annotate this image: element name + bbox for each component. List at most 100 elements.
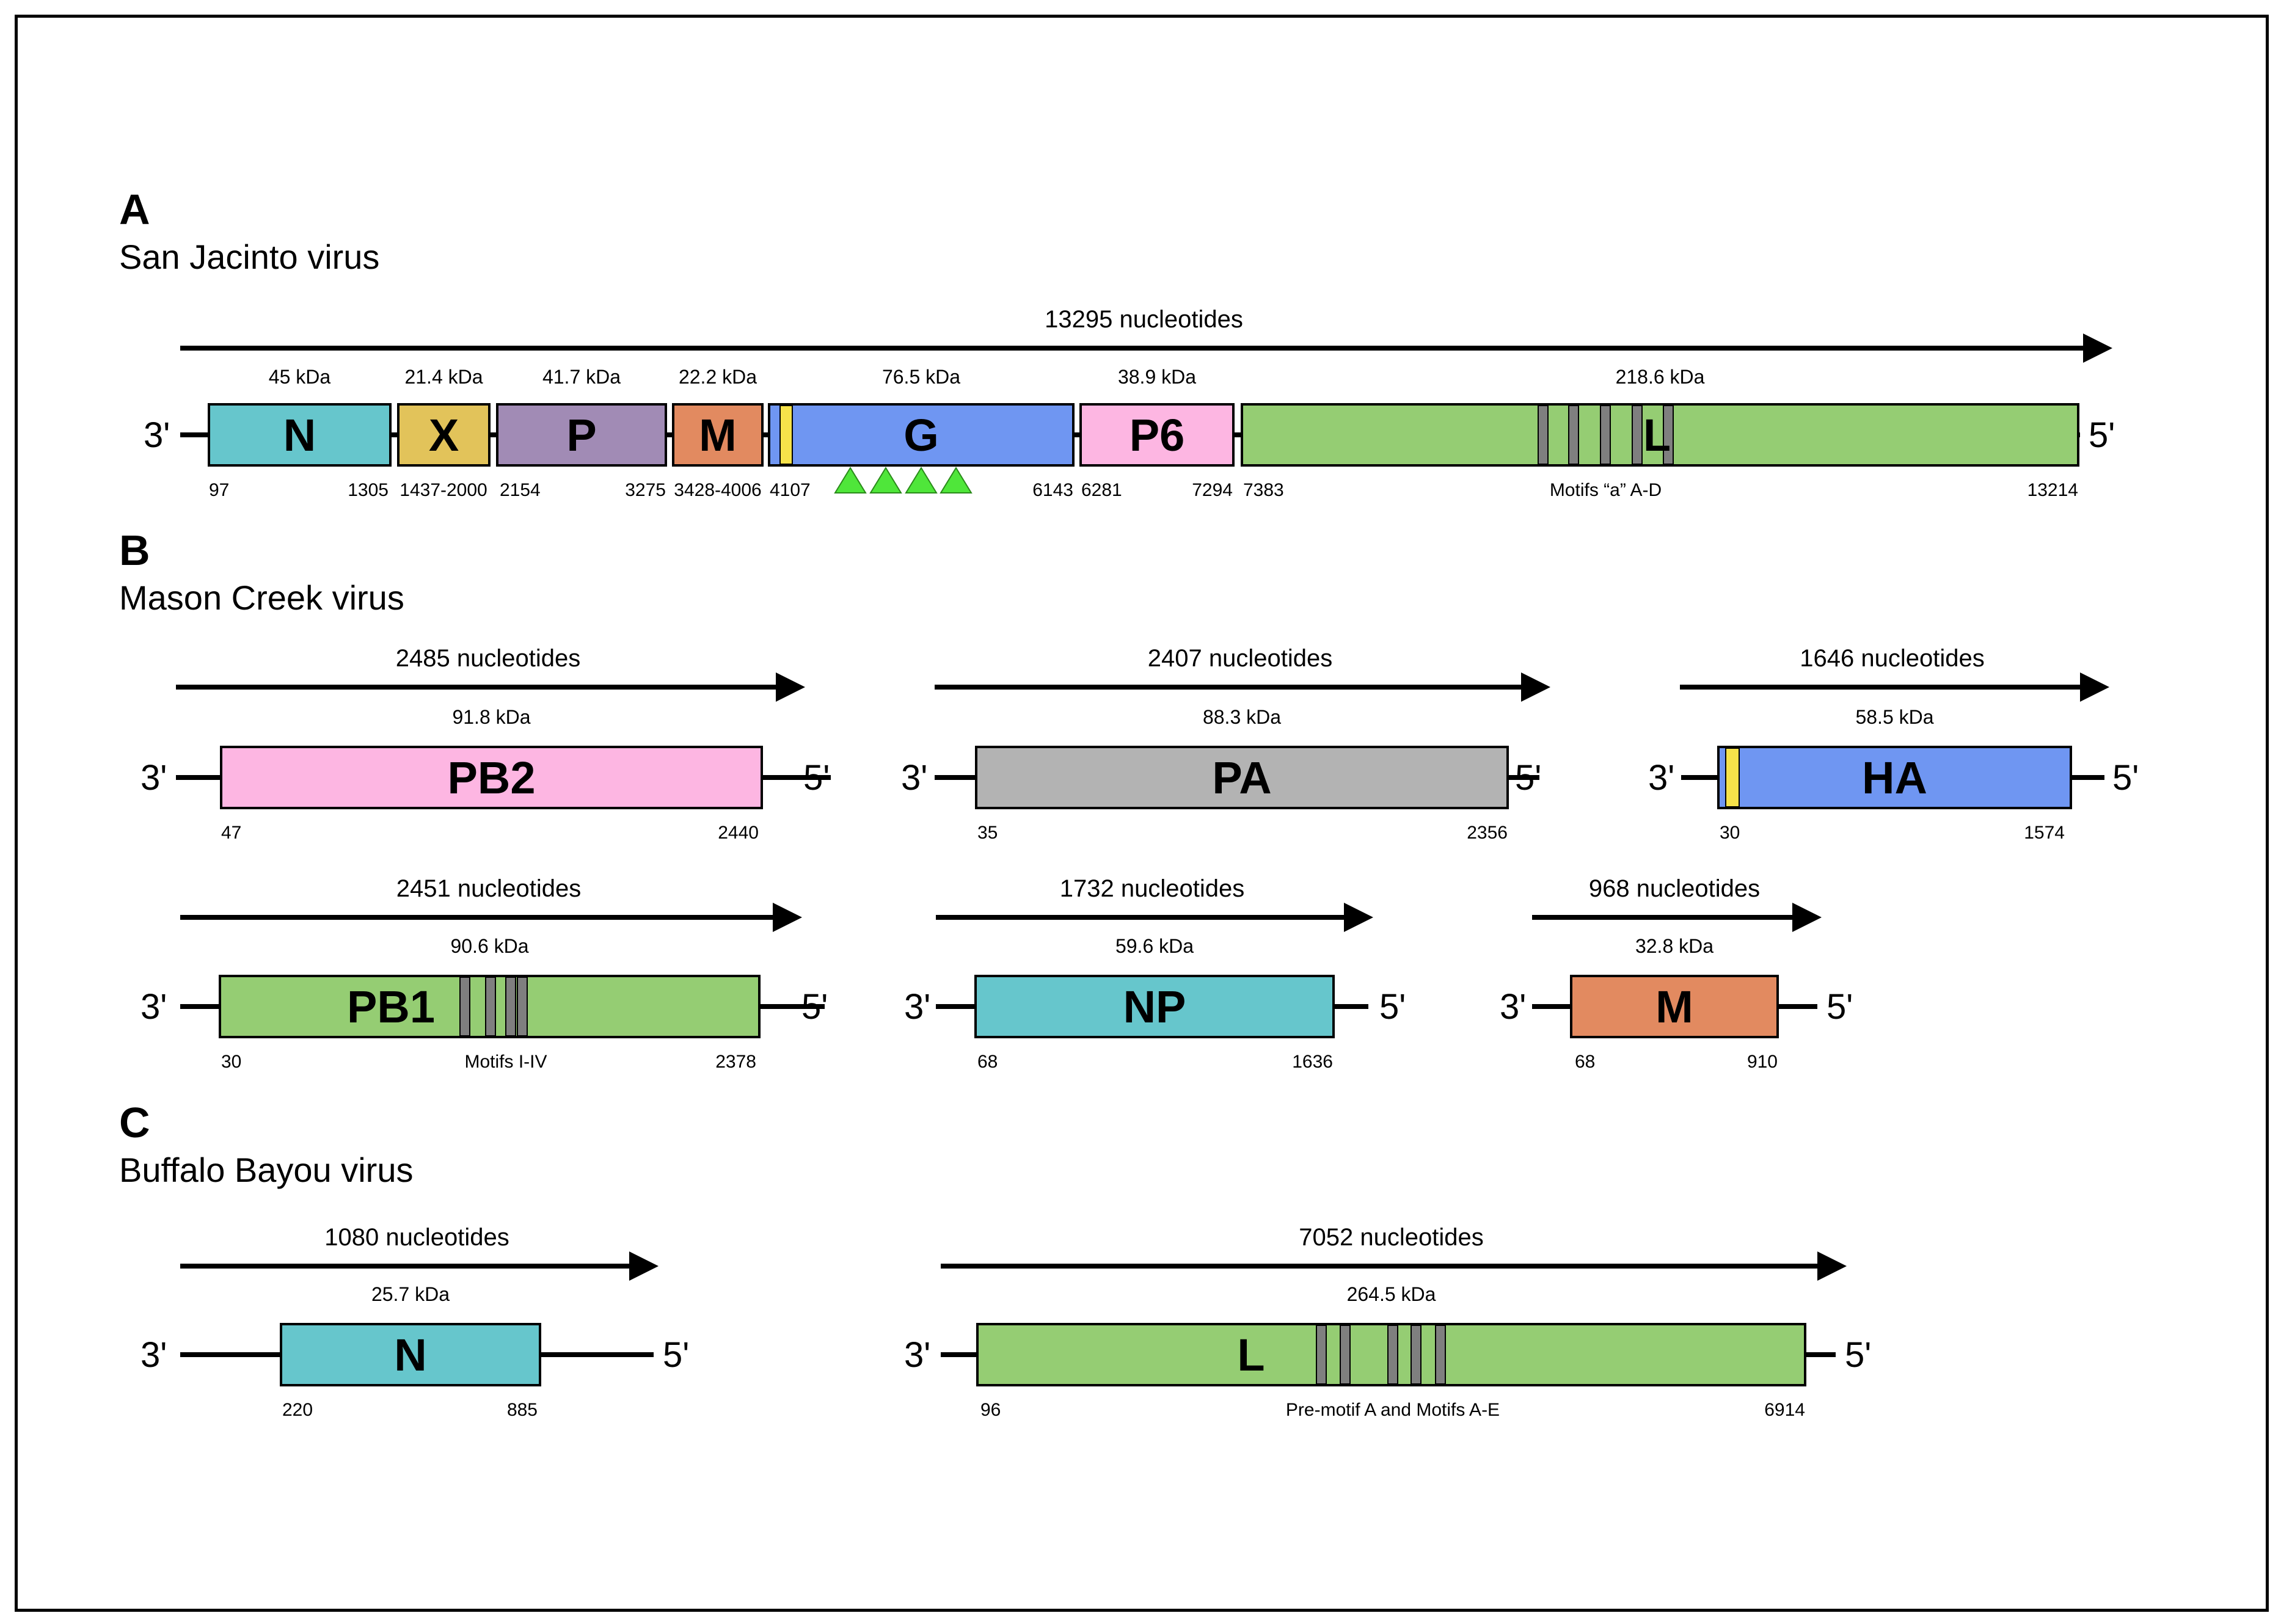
- motif-label: Motifs I-IV: [464, 1052, 547, 1072]
- end-position: 910: [1747, 1052, 1778, 1072]
- segment-length-label: 7052 nucleotides: [1299, 1224, 1483, 1251]
- gene-name-pb2: PB2: [448, 752, 536, 803]
- motif-label: Motifs “a” A-D: [1550, 480, 1662, 500]
- glycosylation-site-triangle: [869, 467, 902, 493]
- three-prime-label: 3': [904, 987, 930, 1027]
- motif-band: [1632, 405, 1643, 465]
- protein-mass-label: 58.5 kDa: [1855, 706, 1933, 728]
- five-prime-label: 5': [1827, 987, 1853, 1027]
- gene-name-pa: PA: [1212, 752, 1271, 803]
- end-position: 7294: [1192, 480, 1233, 500]
- start-position: 30: [1720, 823, 1740, 843]
- motif-band: [505, 977, 516, 1036]
- gene-name-n: N: [283, 410, 316, 461]
- motif-band: [1435, 1325, 1446, 1385]
- start-position: 1437-2000: [400, 480, 487, 500]
- end-position: 1636: [1292, 1052, 1333, 1072]
- end-position: 3275: [625, 480, 666, 500]
- end-position: 6143: [1032, 480, 1073, 500]
- protein-mass-label: 38.9 kDa: [1118, 366, 1196, 388]
- start-position: 220: [282, 1400, 313, 1420]
- segment-length-label: 2407 nucleotides: [1148, 645, 1332, 672]
- gene-name-l: L: [1643, 410, 1671, 461]
- end-position: 6914: [1764, 1400, 1805, 1420]
- five-prime-label: 5': [801, 987, 828, 1027]
- three-prime-label: 3': [141, 758, 167, 798]
- gene-box-ha: [1717, 746, 2072, 809]
- panel-b-title: Mason Creek virus: [119, 578, 404, 617]
- five-prime-label: 5': [1515, 758, 1541, 798]
- protein-mass-label: 76.5 kDa: [882, 366, 960, 388]
- motif-band: [1387, 1325, 1398, 1385]
- motif-band: [1663, 405, 1674, 465]
- segment-length-label: 968 nucleotides: [1589, 875, 1760, 902]
- five-prime-label: 5': [663, 1335, 689, 1375]
- protein-mass-label: 59.6 kDa: [1115, 935, 1194, 957]
- three-prime-label: 3': [141, 987, 167, 1027]
- segment-length-label: 1646 nucleotides: [1800, 645, 1984, 672]
- five-prime-label: 5': [1379, 987, 1406, 1027]
- gene-box-n: [280, 1323, 541, 1386]
- three-prime-label: 3': [904, 1335, 930, 1375]
- protein-mass-label: 88.3 kDa: [1203, 706, 1281, 728]
- three-prime-label: 3': [1648, 758, 1674, 798]
- gene-name-m: M: [1655, 981, 1693, 1032]
- five-prime-label: 5': [2112, 758, 2139, 798]
- figure-frame: [15, 15, 2269, 1612]
- protein-mass-label: 264.5 kDa: [1347, 1283, 1436, 1305]
- gene-box-x: [397, 403, 491, 467]
- protein-mass-label: 21.4 kDa: [404, 366, 483, 388]
- protein-mass-label: 91.8 kDa: [452, 706, 530, 728]
- gene-name-pb1: PB1: [347, 981, 435, 1032]
- segment-length-label: 2451 nucleotides: [396, 875, 581, 902]
- five-prime-label: 5': [803, 758, 830, 798]
- gene-name-l: L: [1237, 1330, 1265, 1380]
- gene-box-p: [496, 403, 667, 467]
- signal-peptide-band: [779, 405, 793, 465]
- three-prime-label: 3': [144, 415, 170, 455]
- protein-mass-label: 41.7 kDa: [542, 366, 621, 388]
- motif-band: [1411, 1325, 1422, 1385]
- gene-name-g: G: [903, 410, 939, 461]
- gene-box-g: [768, 403, 1075, 467]
- protein-mass-label: 218.6 kDa: [1616, 366, 1705, 388]
- gene-name-ha: HA: [1862, 752, 1927, 803]
- gene-name-np: NP: [1123, 981, 1186, 1032]
- end-position: 2356: [1467, 823, 1508, 843]
- motif-band: [1538, 405, 1549, 465]
- panel-b-letter: B: [119, 526, 150, 574]
- start-position: 68: [1575, 1052, 1595, 1072]
- three-prime-label: 3': [1500, 987, 1526, 1027]
- motif-band: [1316, 1325, 1327, 1385]
- glycosylation-site-triangle: [905, 467, 938, 493]
- panel-a-title: San Jacinto virus: [119, 238, 379, 276]
- motif-label: Pre-motif A and Motifs A-E: [1286, 1400, 1500, 1420]
- five-prime-label: 5': [2089, 415, 2115, 455]
- protein-mass-label: 25.7 kDa: [371, 1283, 450, 1305]
- protein-mass-label: 22.2 kDa: [679, 366, 757, 388]
- motif-band: [459, 977, 470, 1036]
- protein-mass-label: 45 kDa: [269, 366, 331, 388]
- motif-band: [517, 977, 528, 1036]
- panel-c-letter: C: [119, 1099, 150, 1146]
- gene-box-pb2: [220, 746, 763, 809]
- gene-box-m: [1570, 975, 1779, 1038]
- start-position: 35: [977, 823, 998, 843]
- start-position: 7383: [1243, 480, 1284, 500]
- gene-name-m: M: [699, 410, 737, 461]
- gene-name-p: P: [566, 410, 596, 461]
- three-prime-label: 3': [141, 1335, 167, 1375]
